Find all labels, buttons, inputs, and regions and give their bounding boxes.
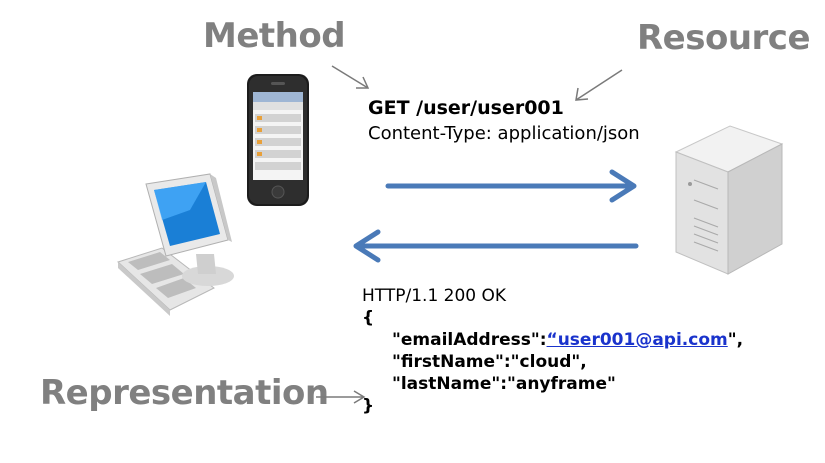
email-key: "emailAddress": [392,330,547,350]
resource-pointer-head [575,87,589,101]
request-header: Content-Type: application/json [368,123,640,144]
email-suffix: ", [727,330,744,350]
representation-label: Representation [40,373,329,413]
response-status: HTTP/1.1 200 OK [362,286,507,306]
email-link[interactable]: “user001@api.com [546,330,728,350]
response-firstname-line: "firstName":"cloud", [392,352,587,372]
method-pointer-line [331,65,369,89]
request-line: GET /user/user001 [368,97,564,119]
response-lastname-line: "lastName":"anyframe" [392,374,616,394]
resource-pointer-line [575,69,623,101]
method-label: Method [203,16,346,56]
method-pointer-head [356,76,370,89]
request-arrow-head [609,169,637,203]
server-icon [674,125,784,275]
resource-label: Resource [637,18,811,58]
smartphone-icon [247,74,309,206]
response-open-brace: { [362,308,375,328]
response-block: HTTP/1.1 200 OK { "emailAddress":“user00… [362,285,802,417]
response-arrow-head [353,229,381,263]
response-close-brace: } [362,396,375,416]
response-email-line: "emailAddress":“user001@api.com", [362,329,802,351]
representation-pointer-head [353,390,366,404]
desktop-computer-icon [117,173,234,316]
